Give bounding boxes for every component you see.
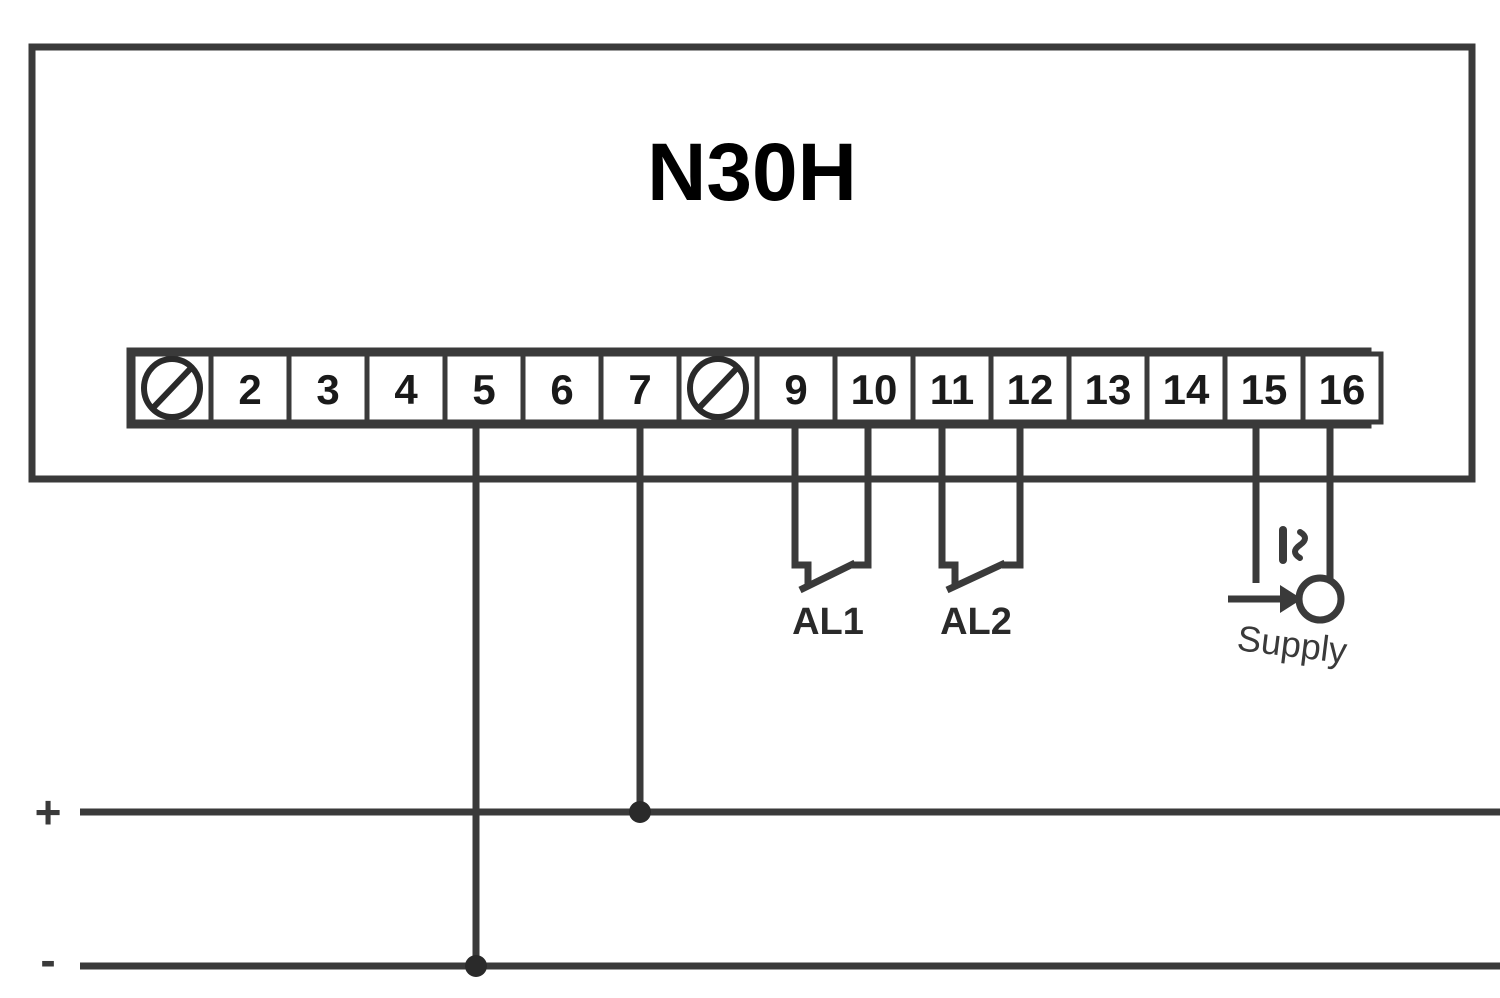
- junction-dot-negative: [465, 955, 487, 977]
- terminal-cells: 2 3 4 5 6: [130, 351, 1384, 425]
- terminal-cell-8[interactable]: [676, 351, 760, 425]
- terminal-cell-box: [598, 351, 682, 425]
- terminal-label: 15: [1241, 366, 1288, 413]
- terminal-label: 4: [394, 366, 418, 413]
- relay-label-al1: AL1: [792, 601, 864, 643]
- terminal-cell-10[interactable]: 10: [832, 351, 916, 425]
- terminal-label: 12: [1007, 366, 1054, 413]
- relay-contact-al1[interactable]: AL1: [791, 425, 872, 643]
- terminal-label: 6: [550, 366, 573, 413]
- terminal-cell-box: [442, 351, 526, 425]
- terminal-label: 16: [1319, 366, 1366, 413]
- relay-contact-al2[interactable]: AL2: [938, 425, 1024, 643]
- terminal-label: 10: [851, 366, 898, 413]
- terminal-label: 14: [1163, 366, 1210, 413]
- terminal-label: 13: [1085, 366, 1132, 413]
- terminal-cell-box: [520, 351, 604, 425]
- terminal-cell-box: [364, 351, 448, 425]
- terminal-cell-11[interactable]: 11: [910, 351, 994, 425]
- supply-terminal-icon: [1295, 574, 1345, 624]
- terminal-cell-1[interactable]: [130, 351, 214, 425]
- terminal-cell-4[interactable]: 4: [364, 351, 448, 425]
- terminal-cell-9[interactable]: 9: [754, 351, 838, 425]
- terminal-cell-box: [754, 351, 838, 425]
- terminal-cell-16[interactable]: 16: [1300, 351, 1384, 425]
- polarity-label-positive: +: [35, 786, 62, 838]
- supply-arrow-icon: [1228, 585, 1302, 613]
- terminal-cell-box: [1222, 351, 1306, 425]
- terminal-cell-box: [988, 351, 1072, 425]
- terminal-label: 11: [930, 366, 974, 413]
- terminal-cell-3[interactable]: 3: [286, 351, 370, 425]
- terminal-cell-14[interactable]: 14: [1144, 351, 1228, 425]
- polarity-label-negative: -: [40, 934, 55, 986]
- ac-dc-symbol-icon: [1279, 526, 1308, 564]
- crossed-circle-icon: [687, 356, 749, 420]
- terminal-label: 5: [472, 366, 495, 413]
- terminal-label: 7: [628, 366, 651, 413]
- terminal-cell-12[interactable]: 12: [988, 351, 1072, 425]
- terminal-cell-7[interactable]: 7: [598, 351, 682, 425]
- terminal-cell-2[interactable]: 2: [208, 351, 292, 425]
- crossed-circle-icon: [141, 356, 203, 420]
- device-title: N30H: [647, 127, 857, 218]
- terminal-label: 3: [316, 366, 339, 413]
- terminal-cell-15[interactable]: 15: [1222, 351, 1306, 425]
- terminal-cell-5[interactable]: 5: [442, 351, 526, 425]
- terminal-cell-6[interactable]: 6: [520, 351, 604, 425]
- terminal-cell-box: [832, 351, 916, 425]
- relay-label-al2: AL2: [940, 601, 1012, 643]
- terminal-cell-box: [1300, 351, 1384, 425]
- terminal-label: 9: [784, 366, 807, 413]
- supply-label: Supply: [1235, 617, 1349, 671]
- terminal-cell-13[interactable]: 13: [1066, 351, 1150, 425]
- junction-dot-positive: [629, 801, 651, 823]
- terminal-label: 2: [238, 366, 261, 413]
